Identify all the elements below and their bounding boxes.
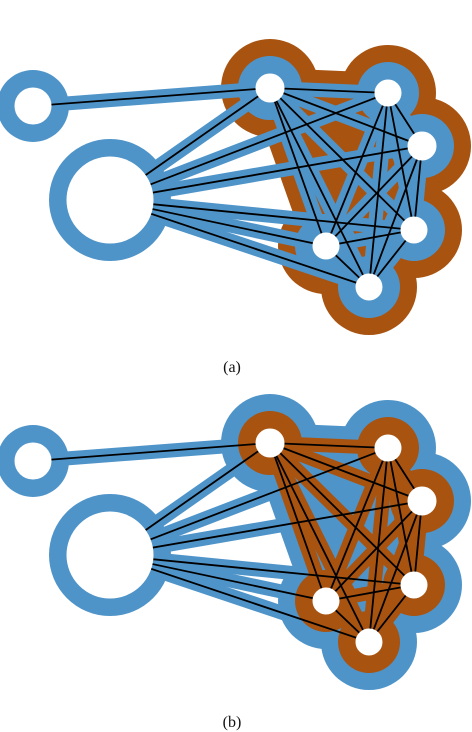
edge-n4-n8 xyxy=(368,447,389,643)
edge-n2-n7 xyxy=(109,199,415,231)
node-n7 xyxy=(400,571,428,599)
node-n3 xyxy=(255,73,285,103)
edge-n3-n4 xyxy=(269,87,389,94)
node-n4 xyxy=(374,434,402,462)
edge-n3-n7 xyxy=(269,442,415,586)
node-n8 xyxy=(355,273,383,301)
edge-n6-n7 xyxy=(325,229,415,247)
edge-n2-n4 xyxy=(109,447,389,556)
node-layer xyxy=(14,73,437,301)
edge-n6-n7 xyxy=(325,584,415,602)
panel-b-diagram xyxy=(0,394,471,690)
node-n5 xyxy=(407,486,437,516)
node-n2 xyxy=(66,156,154,244)
node-n6 xyxy=(312,587,340,615)
node-n1 xyxy=(14,442,52,480)
edge-n2-n7 xyxy=(109,554,415,586)
edge-n5-n8 xyxy=(368,145,423,288)
caption-a: (a) xyxy=(223,359,241,376)
edge-n3-n8 xyxy=(269,87,370,288)
node-layer xyxy=(14,428,437,656)
edge-n1-n3 xyxy=(32,442,271,462)
edge-n3-n6 xyxy=(269,87,327,247)
node-n1 xyxy=(14,87,52,125)
edge-n5-n6 xyxy=(325,500,423,602)
node-n2 xyxy=(66,511,154,599)
edge-n1-n3 xyxy=(32,87,271,107)
node-n7 xyxy=(400,216,428,244)
edge-n4-n7 xyxy=(387,447,415,586)
node-n4 xyxy=(374,79,402,107)
panel-a-diagram xyxy=(0,39,471,335)
edge-n4-n6 xyxy=(325,92,389,247)
node-n5 xyxy=(407,131,437,161)
edge-n3-n8 xyxy=(269,442,370,643)
edge-n4-n7 xyxy=(387,92,415,231)
caption-b: (b) xyxy=(223,714,242,731)
edge-n5-n6 xyxy=(325,145,423,247)
edge-n4-n8 xyxy=(368,92,389,288)
edge-n5-n8 xyxy=(368,500,423,643)
node-n6 xyxy=(312,232,340,260)
node-n8 xyxy=(355,628,383,656)
edge-n3-n4 xyxy=(269,442,389,449)
edge-n2-n4 xyxy=(109,92,389,201)
edge-layer xyxy=(32,87,423,288)
edge-n3-n7 xyxy=(269,87,415,231)
edge-n2-n8 xyxy=(109,554,370,643)
edge-n2-n5 xyxy=(109,145,423,201)
edge-n3-n6 xyxy=(269,442,327,602)
node-n3 xyxy=(255,428,285,458)
edge-n2-n8 xyxy=(109,199,370,288)
edge-n4-n6 xyxy=(325,447,389,602)
edge-n2-n5 xyxy=(109,500,423,556)
